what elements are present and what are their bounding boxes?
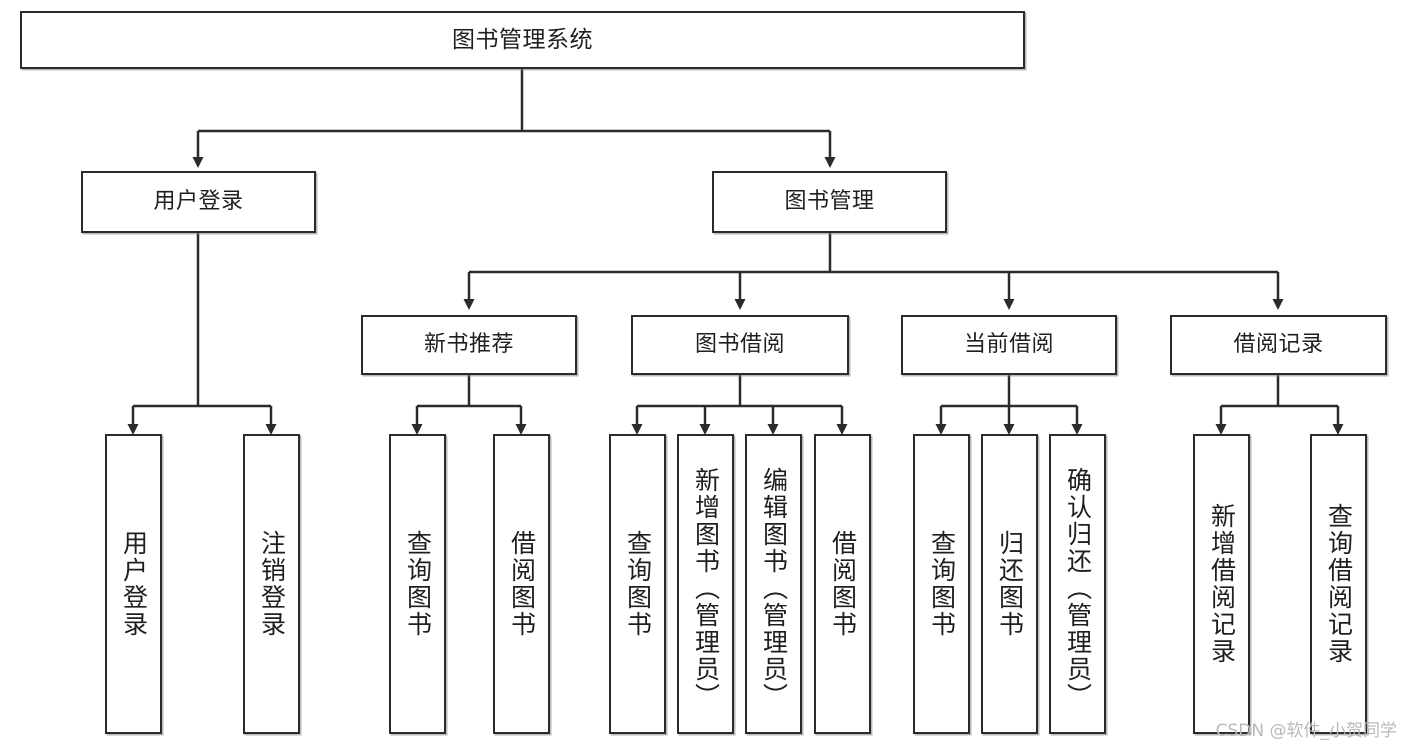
leaf-user-login-login[interactable]: 用户登录 bbox=[105, 434, 162, 734]
node-new-book-recommendation-label: 新书推荐 bbox=[423, 332, 514, 358]
leaf-book-borrow-query-label: 查询图书 bbox=[623, 530, 653, 638]
node-user-login-label: 用户登录 bbox=[153, 189, 244, 215]
leaf-new-book-query-label: 查询图书 bbox=[403, 530, 433, 638]
leaf-user-login-login-label: 用户登录 bbox=[119, 530, 149, 638]
leaf-book-borrow-edit[interactable]: 编辑图书（管理员） bbox=[745, 434, 802, 734]
node-borrow-records[interactable]: 借阅记录 bbox=[1170, 315, 1387, 375]
leaf-current-borrow-return-label: 归还图书 bbox=[995, 530, 1025, 638]
leaf-book-borrow-add-label: 新增图书（管理员） bbox=[691, 466, 721, 710]
node-root-label: 图书管理系统 bbox=[452, 26, 593, 53]
leaf-book-borrow-add[interactable]: 新增图书（管理员） bbox=[677, 434, 734, 734]
leaf-borrow-record-add[interactable]: 新增借阅记录 bbox=[1193, 434, 1250, 734]
node-book-management[interactable]: 图书管理 bbox=[712, 171, 947, 233]
leaf-borrow-record-add-label: 新增借阅记录 bbox=[1207, 503, 1237, 665]
leaf-book-borrow-borrow[interactable]: 借阅图书 bbox=[814, 434, 871, 734]
leaf-book-borrow-edit-label: 编辑图书（管理员） bbox=[759, 466, 789, 710]
node-new-book-recommendation[interactable]: 新书推荐 bbox=[361, 315, 577, 375]
leaf-current-borrow-return[interactable]: 归还图书 bbox=[981, 434, 1038, 734]
leaf-book-borrow-borrow-label: 借阅图书 bbox=[828, 530, 858, 638]
leaf-borrow-record-query[interactable]: 查询借阅记录 bbox=[1310, 434, 1367, 734]
node-book-borrowing[interactable]: 图书借阅 bbox=[631, 315, 849, 375]
node-current-borrowing[interactable]: 当前借阅 bbox=[901, 315, 1117, 375]
leaf-new-book-borrow-label: 借阅图书 bbox=[507, 530, 537, 638]
leaf-current-borrow-query-label: 查询图书 bbox=[927, 530, 957, 638]
node-current-borrowing-label: 当前借阅 bbox=[963, 332, 1054, 358]
node-root[interactable]: 图书管理系统 bbox=[20, 11, 1025, 69]
leaf-user-login-logout-label: 注销登录 bbox=[257, 530, 287, 638]
leaf-current-borrow-query[interactable]: 查询图书 bbox=[913, 434, 970, 734]
leaf-user-login-logout[interactable]: 注销登录 bbox=[243, 434, 300, 734]
leaf-book-borrow-query[interactable]: 查询图书 bbox=[609, 434, 666, 734]
leaf-borrow-record-query-label: 查询借阅记录 bbox=[1324, 503, 1354, 665]
node-book-borrowing-label: 图书借阅 bbox=[694, 332, 785, 358]
node-book-management-label: 图书管理 bbox=[784, 189, 875, 215]
node-borrow-records-label: 借阅记录 bbox=[1233, 332, 1324, 358]
node-user-login[interactable]: 用户登录 bbox=[81, 171, 316, 233]
csdn-watermark: CSDN @软件_小贺同学 bbox=[1215, 721, 1397, 741]
leaf-new-book-borrow[interactable]: 借阅图书 bbox=[493, 434, 550, 734]
leaf-new-book-query[interactable]: 查询图书 bbox=[389, 434, 446, 734]
leaf-current-borrow-confirm-return[interactable]: 确认归还（管理员） bbox=[1049, 434, 1106, 734]
leaf-current-borrow-confirm-return-label: 确认归还（管理员） bbox=[1063, 466, 1093, 710]
